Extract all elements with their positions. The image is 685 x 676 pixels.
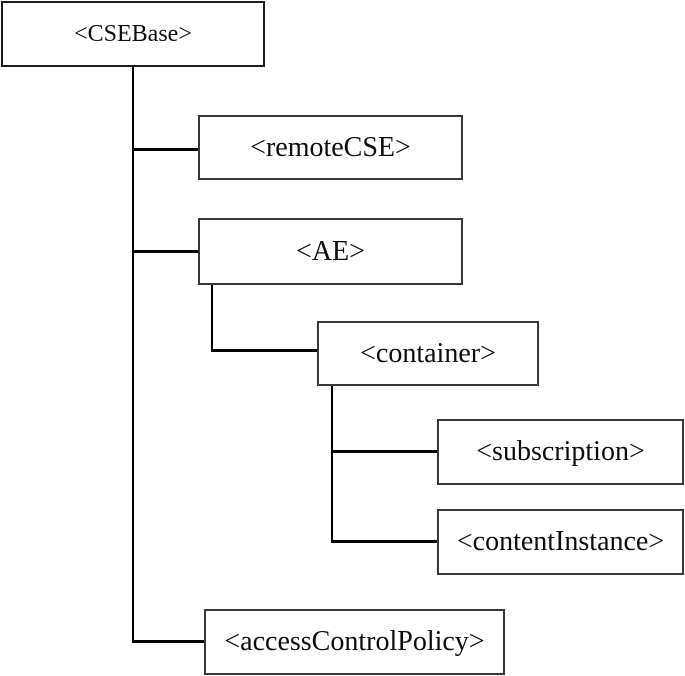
node-ae: <AE> (198, 218, 463, 285)
node-accesscontrolpolicy: <accessControlPolicy> (204, 609, 505, 675)
connector-trunk-csebase (132, 67, 134, 643)
node-csebase: <CSEBase> (1, 1, 265, 67)
connector-branch-ae (133, 250, 198, 253)
connector-branch-subscription (332, 450, 437, 453)
connector-trunk-container (331, 386, 333, 543)
node-remotecse: <remoteCSE> (198, 115, 463, 180)
connector-branch-accesscontrolpolicy (133, 640, 204, 643)
node-subscription: <subscription> (437, 419, 684, 485)
connector-branch-remotecse (133, 148, 198, 151)
node-contentinstance: <contentInstance> (437, 509, 684, 575)
node-container: <container> (317, 321, 539, 386)
connector-branch-contentinstance (332, 540, 437, 543)
connector-trunk-ae (211, 285, 213, 352)
connector-branch-container (212, 349, 317, 352)
